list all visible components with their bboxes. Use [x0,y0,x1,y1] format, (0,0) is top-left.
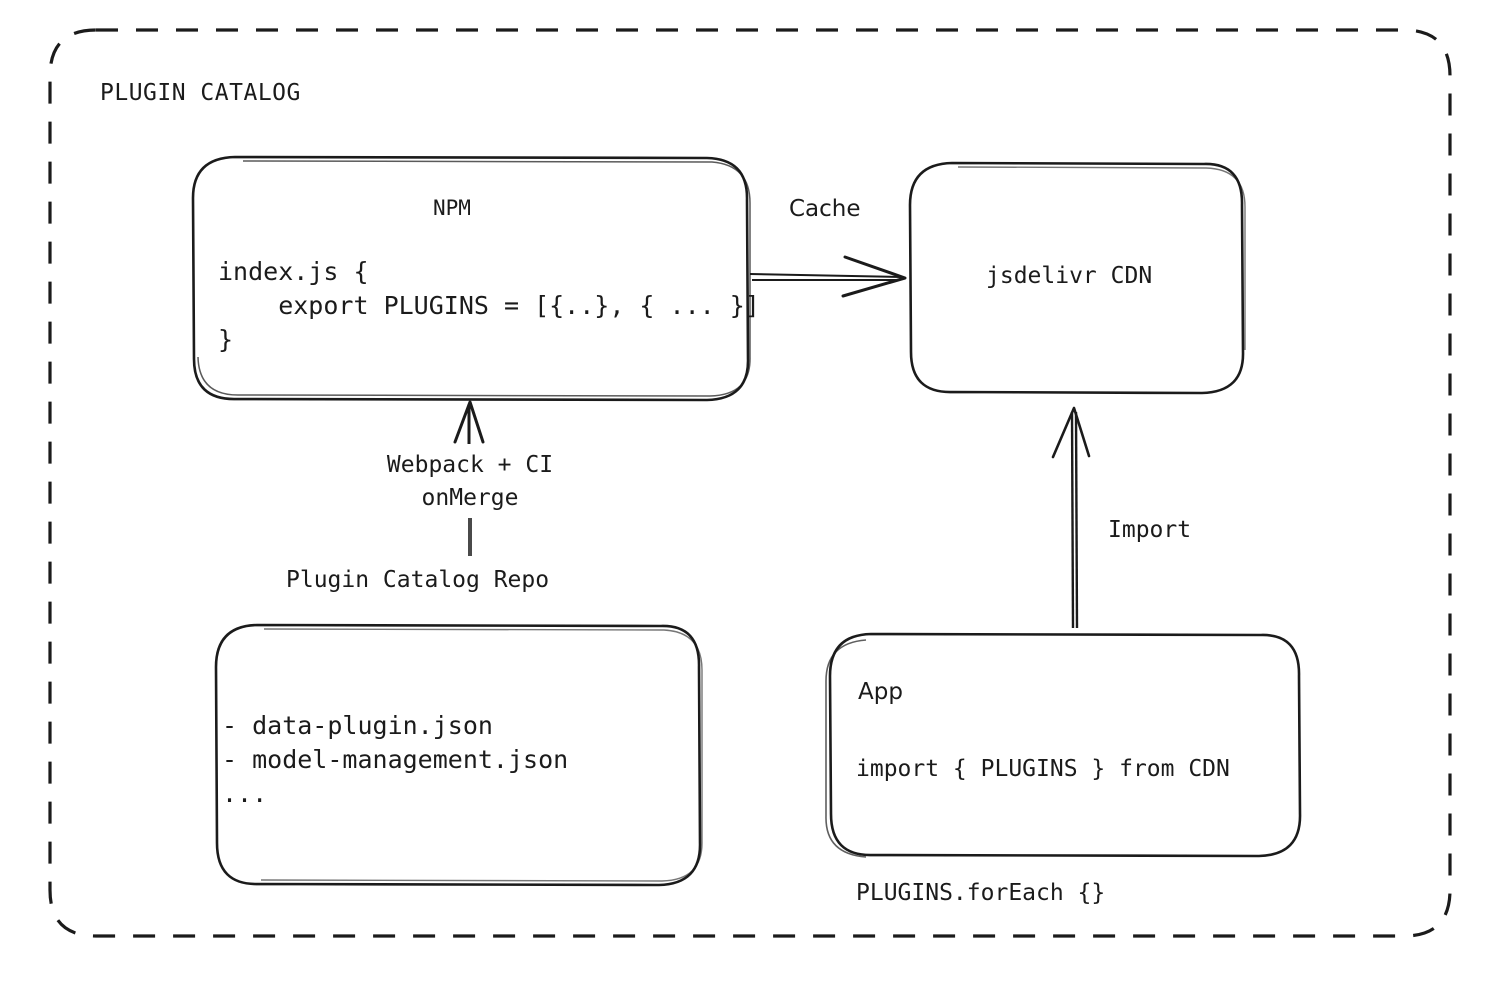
app-node-code: import { PLUGINS } from CDN PLUGINS.forE… [856,756,1230,906]
edge-app-to-cdn-arrow [1051,406,1091,629]
repo-node-file-list: - data-plugin.json - model-management.js… [222,711,569,808]
edge-label-import: Import [1108,517,1192,543]
app-node-title: App [858,679,903,705]
npm-node-code: index.js { export PLUGINS = [{..}, { ...… [218,257,760,354]
group-title: PLUGIN CATALOG [100,80,301,106]
edge-npm-to-cdn-arrow [749,255,907,298]
repo-node-caption: Plugin Catalog Repo [286,567,550,593]
npm-node-title: NPM [433,196,471,220]
cdn-node-title: jsdelivr CDN [986,263,1153,289]
edge-label-cache: Cache [789,196,861,222]
edge-label-webpack-ci-onmerge: Webpack + CI onMerge [386,452,554,511]
